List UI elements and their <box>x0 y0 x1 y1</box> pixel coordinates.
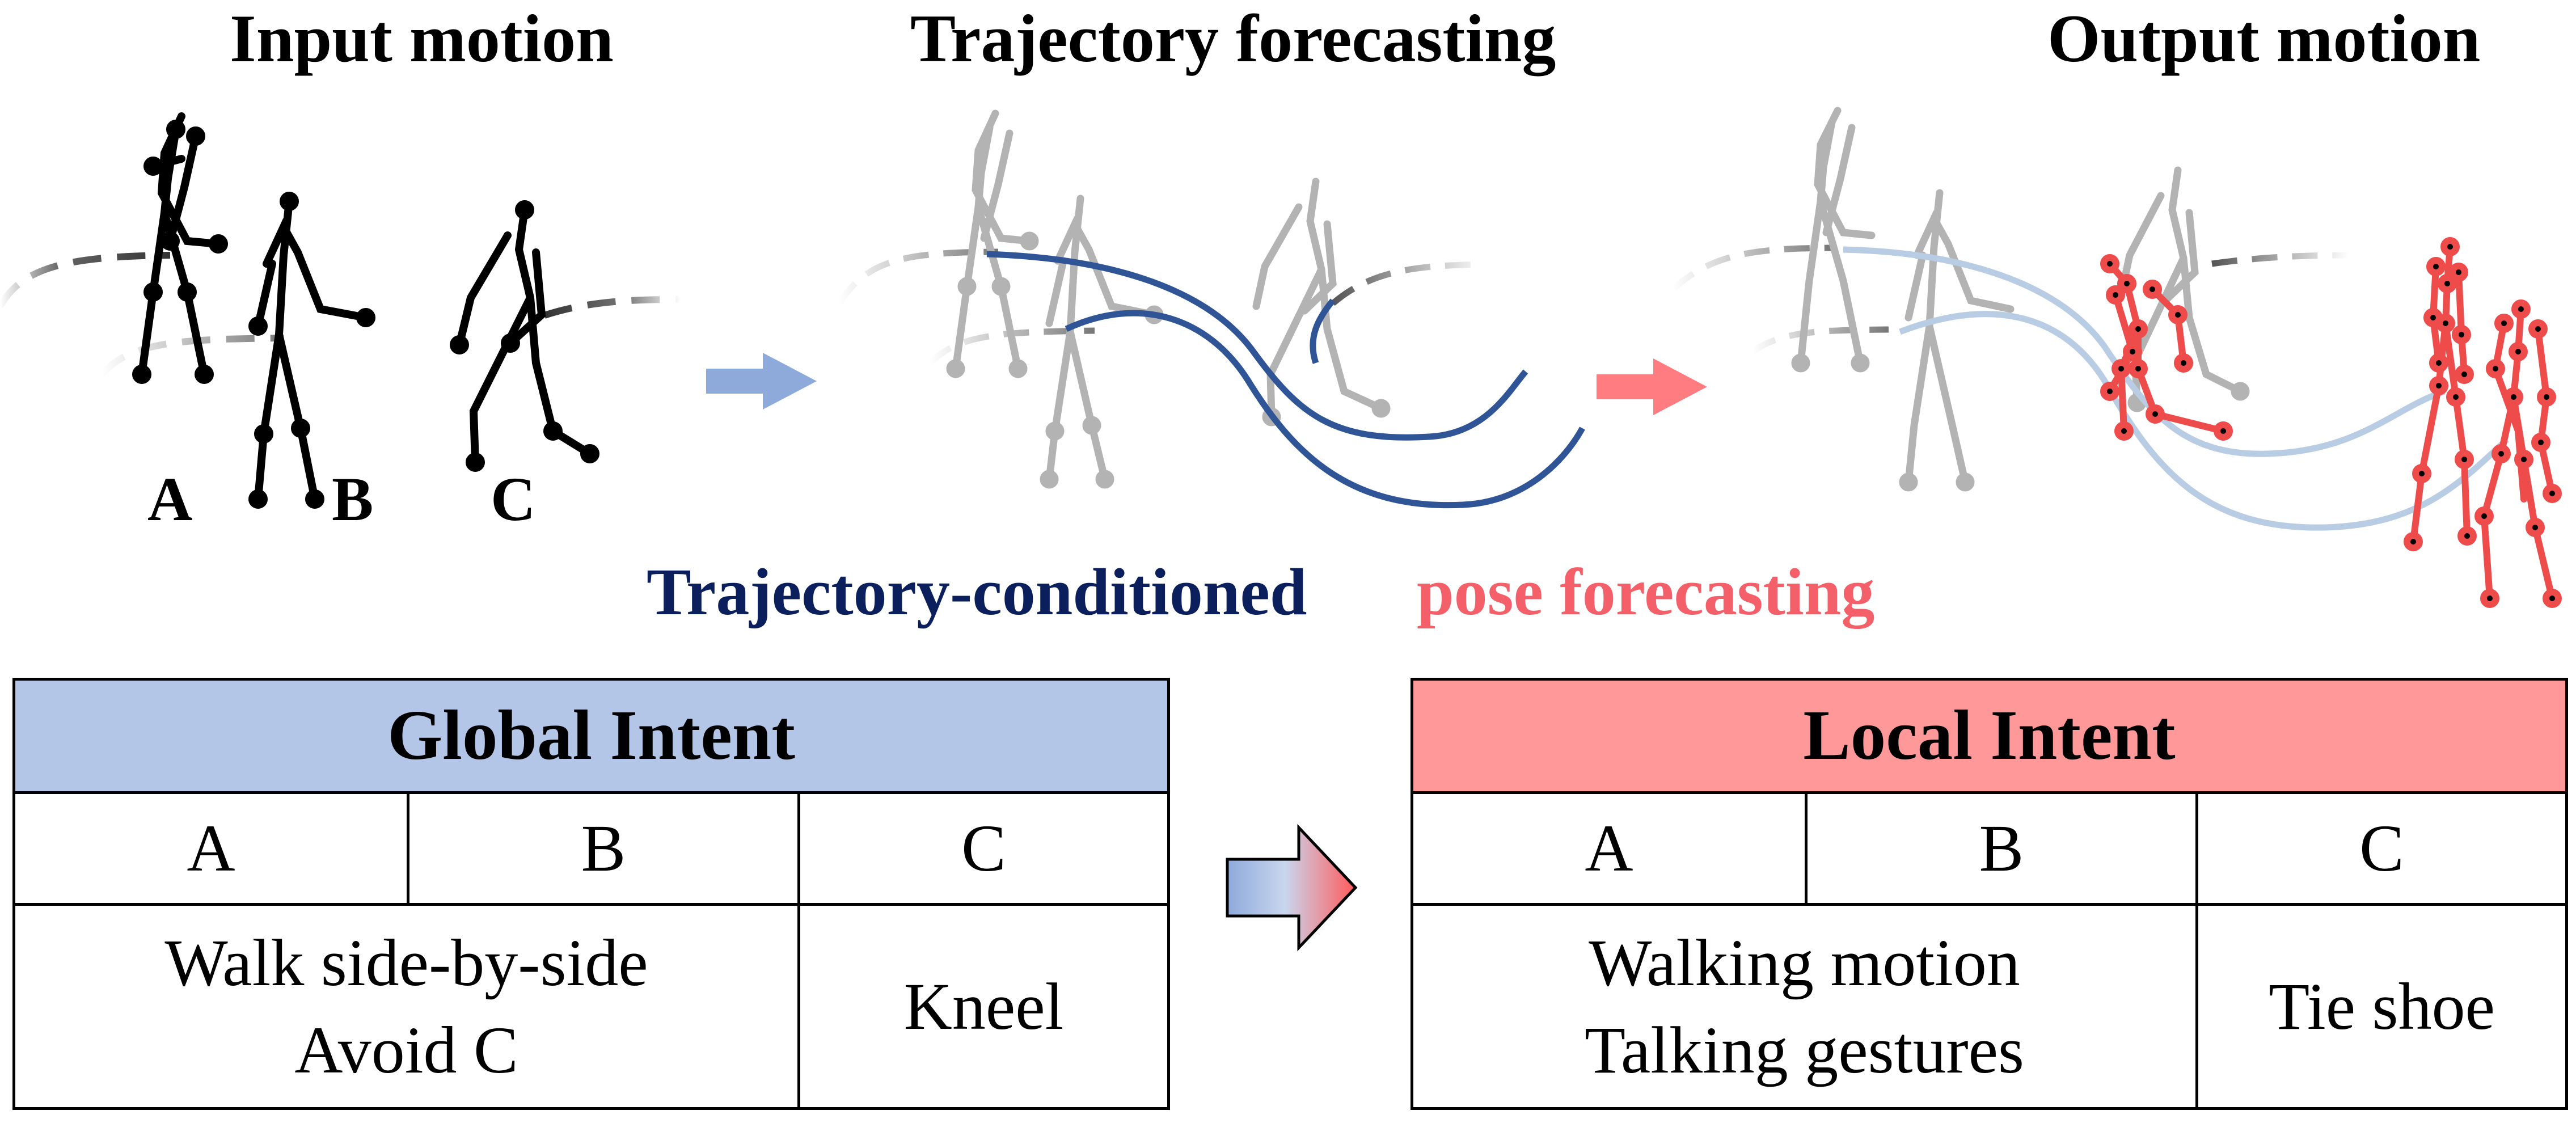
trajectory-forecasting-panel <box>837 109 1585 509</box>
local-ab-cell: Walking motion Talking gestures <box>1411 903 2198 1110</box>
output-ghost-trajectory-1 <box>1671 244 1832 292</box>
local-col-c: C <box>2195 791 2569 906</box>
skeleton-b <box>248 192 375 509</box>
output-motion-panel <box>1671 107 2562 608</box>
person-label-c: C <box>491 465 536 534</box>
caption-pose-forecasting: pose forecasting <box>1417 555 1875 629</box>
global-intent-table: Global Intent A B C Walk side-by-side Av… <box>12 678 1171 1110</box>
ghost-skeletons <box>946 109 1391 489</box>
person-label-a: A <box>147 465 193 534</box>
past-trajectory-a <box>0 252 171 308</box>
predicted-pose-a <box>2404 237 2477 551</box>
future-trajectory-c <box>1310 298 1336 364</box>
caption-trajectory-conditioned: Trajectory-conditioned <box>647 555 1307 629</box>
local-col-b: B <box>1805 791 2198 906</box>
ghost-trajectory-1 <box>837 248 999 305</box>
predicted-pose-b <box>2474 299 2562 608</box>
global-col-b: B <box>407 791 800 906</box>
past-trajectory-b <box>99 335 284 377</box>
output-ghost-trajectory-3 <box>2211 252 2349 267</box>
local-intent-header: Local Intent <box>1410 678 2569 794</box>
global-ab-line-1: Walk side-by-side <box>164 926 648 1000</box>
intent-arrow-icon <box>1226 824 1358 952</box>
skeleton-c <box>450 200 599 472</box>
predicted-pose-c <box>2100 254 2233 441</box>
past-trajectory-c <box>543 296 681 319</box>
title-input-motion: Input motion <box>230 1 614 76</box>
global-ab-cell: Walk side-by-side Avoid C <box>12 903 800 1110</box>
local-col-a: A <box>1411 791 1808 906</box>
global-col-a: A <box>12 791 409 906</box>
title-trajectory-forecasting: Trajectory forecasting <box>910 1 1556 76</box>
local-ab-line-1: Walking motion <box>1589 926 2020 1000</box>
global-c-cell: Kneel <box>797 903 1171 1110</box>
person-label-b: B <box>332 465 374 534</box>
future-trajectory-b <box>1065 310 1585 509</box>
global-ab-line-2: Avoid C <box>294 1012 518 1087</box>
output-trajectory-b <box>1899 311 2509 531</box>
motion-illustration <box>0 107 2562 608</box>
skeleton-a <box>132 112 228 384</box>
arrow-red-icon <box>1597 358 1707 415</box>
arrow-blue-icon <box>706 353 817 409</box>
local-intent-table: Local Intent A B C Walking motion Talkin… <box>1410 678 2569 1110</box>
local-c-cell: Tie shoe <box>2195 903 2569 1110</box>
ghost-trajectory-3 <box>1331 261 1487 306</box>
title-output-motion: Output motion <box>2047 1 2481 76</box>
local-ab-line-2: Talking gestures <box>1585 1012 2024 1087</box>
ghost-trajectory-2 <box>928 327 1095 365</box>
future-trajectory-a <box>986 251 1528 441</box>
output-ghost-trajectory-2 <box>1750 326 1889 354</box>
global-col-c: C <box>797 791 1171 906</box>
input-motion-panel <box>0 112 681 509</box>
global-intent-header: Global Intent <box>12 678 1171 794</box>
